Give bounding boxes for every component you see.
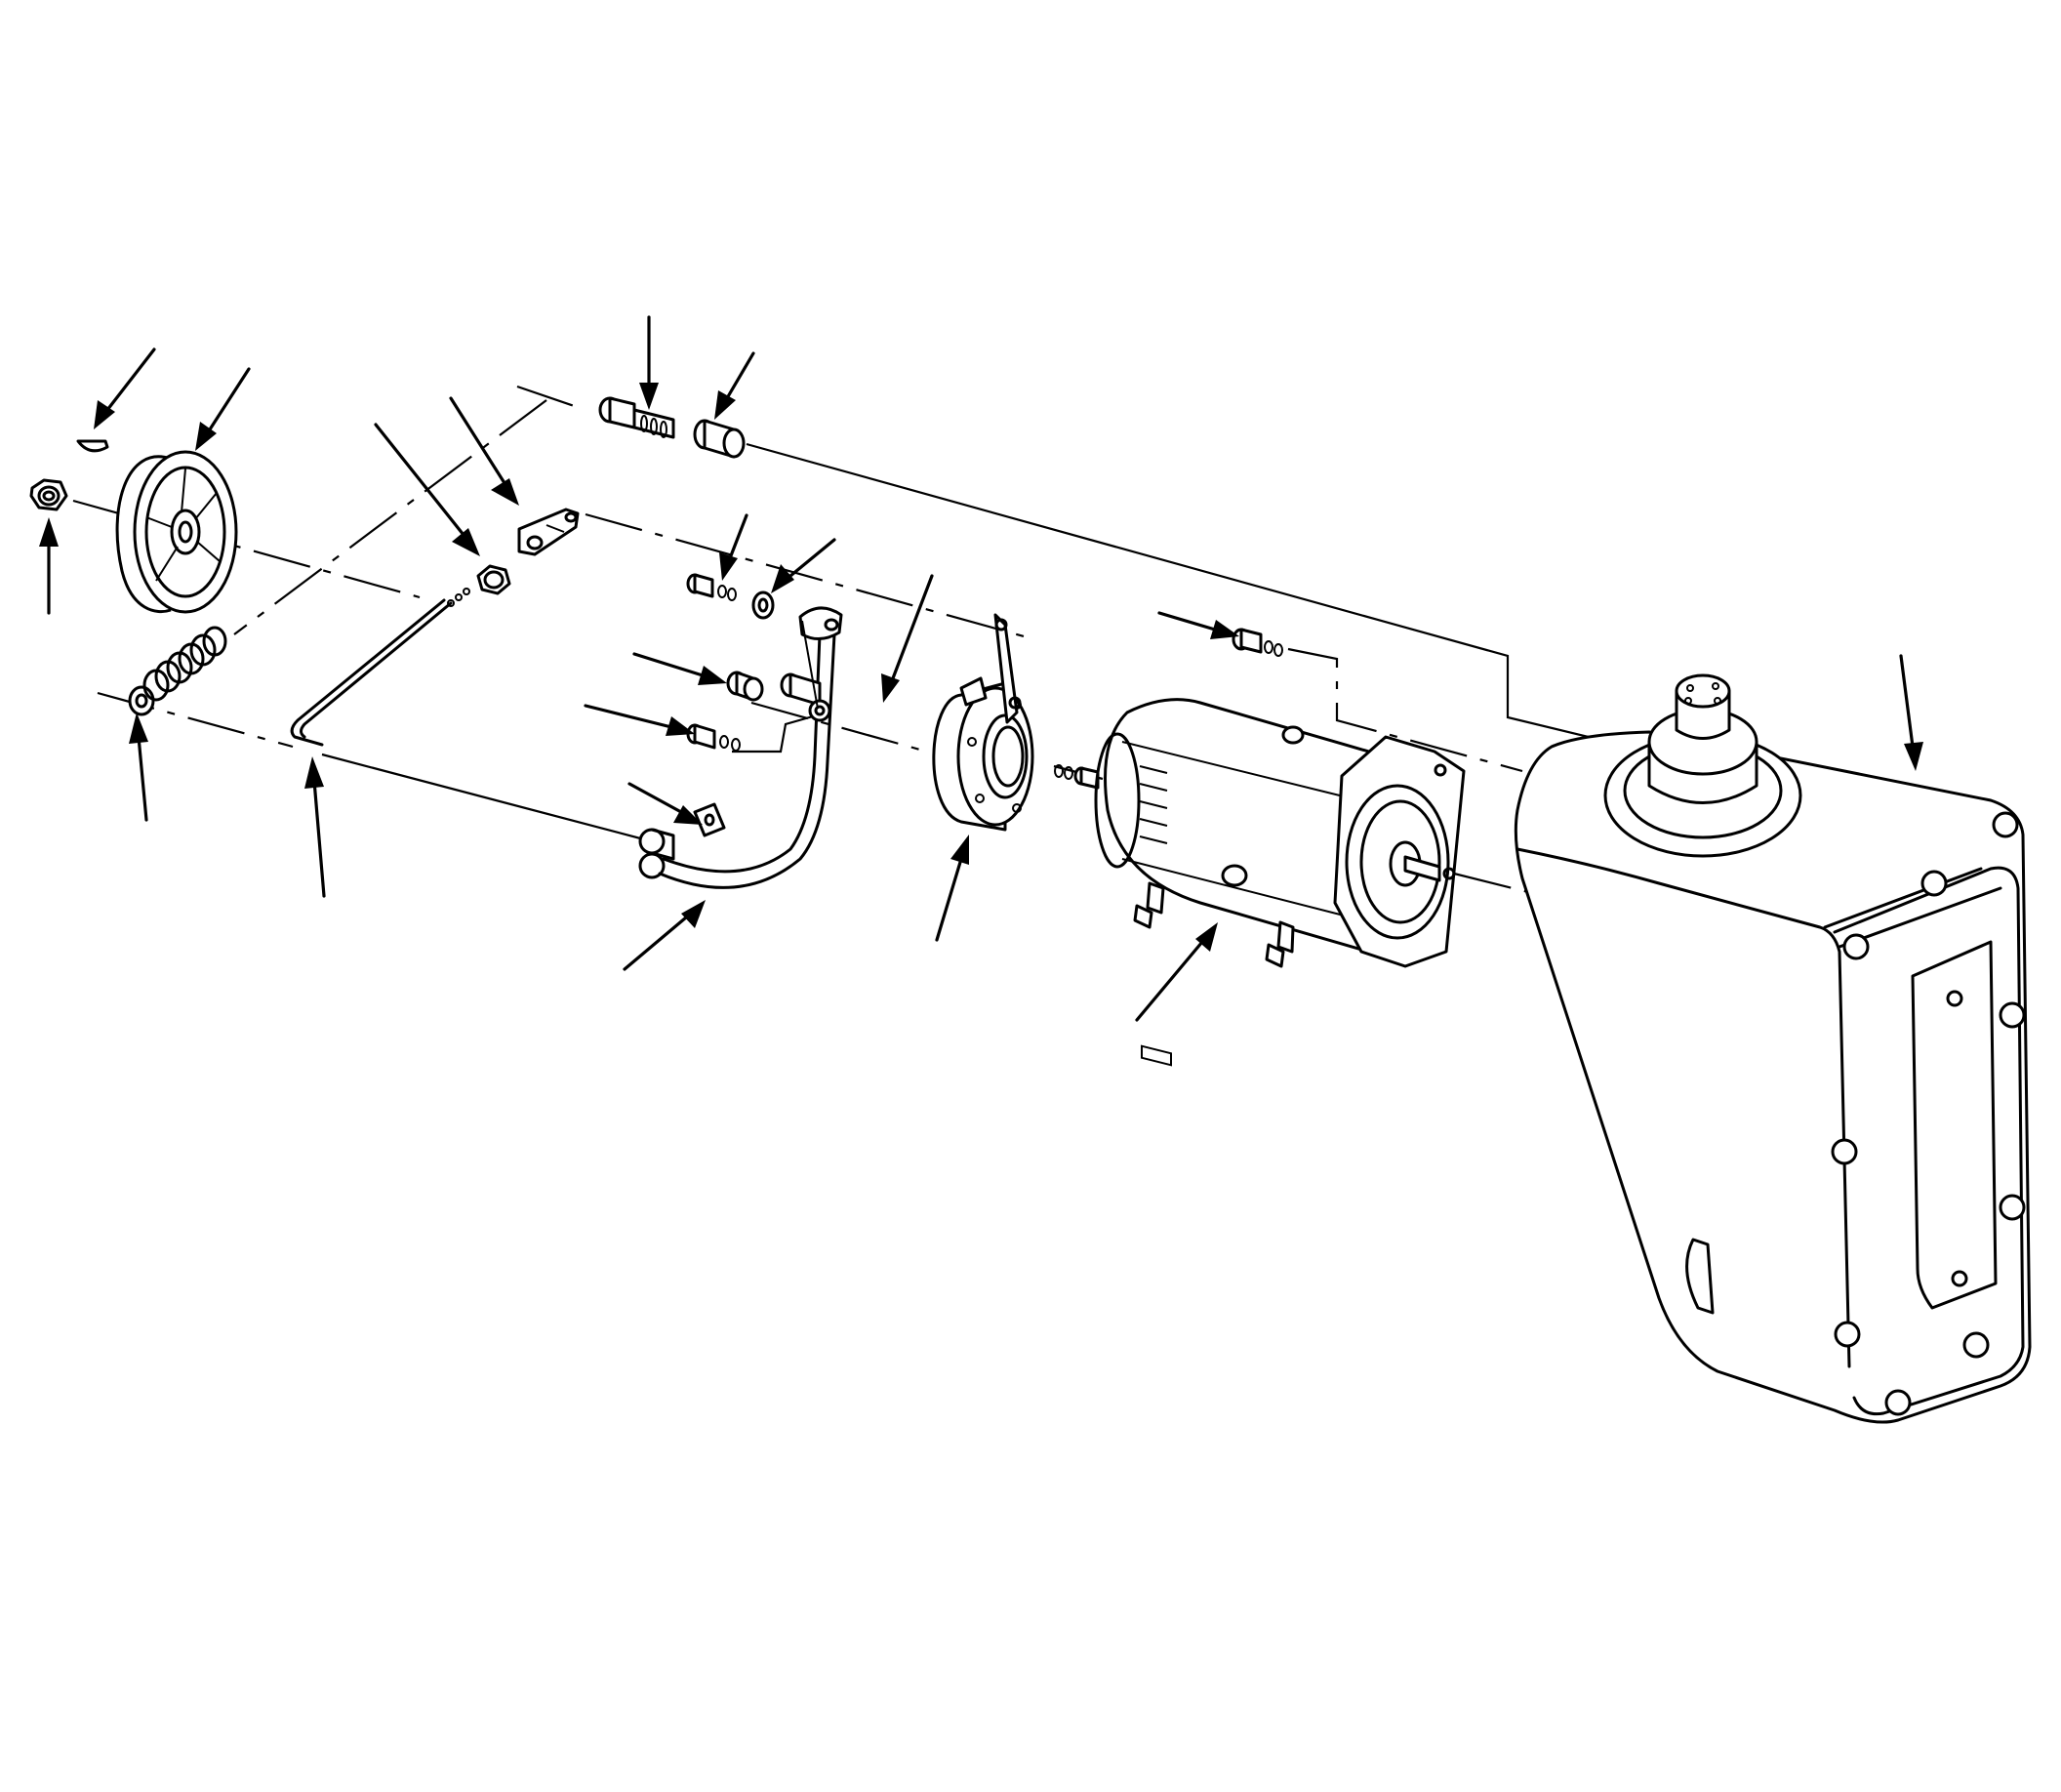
callout-arrow — [584, 704, 695, 736]
motor-shaft-end — [1054, 764, 1100, 790]
callout-arrow — [304, 756, 326, 898]
callout-arrow — [94, 347, 156, 429]
square-nut — [693, 802, 726, 837]
callout-arrow — [129, 713, 148, 822]
assembly-line — [732, 713, 821, 753]
assembly-line — [585, 512, 1035, 641]
callout-arrow — [1135, 922, 1218, 1022]
spacer-sleeve — [693, 419, 746, 459]
assembly-line — [516, 385, 586, 412]
housing-bolts — [1831, 811, 2026, 1416]
shoulder-bolt — [598, 396, 675, 439]
woodruff-key — [76, 439, 109, 453]
bellcrank-arm — [638, 606, 843, 889]
callout-arrow — [1899, 654, 1923, 771]
assembly-line — [1453, 872, 1533, 895]
wheel — [115, 450, 238, 614]
clevis — [517, 508, 580, 556]
assembly-lines — [72, 385, 1650, 895]
callout-arrow — [639, 315, 659, 410]
assembly-line — [321, 753, 645, 841]
callout-arrow — [771, 538, 836, 593]
assembly-line — [1287, 647, 1523, 773]
jam-nut — [476, 564, 511, 595]
electric-motor — [1094, 698, 1466, 1067]
spring — [128, 626, 227, 716]
assembly-line — [746, 442, 1650, 753]
callout-arrow — [935, 835, 969, 942]
assembly-line — [97, 691, 294, 749]
flat-washer — [751, 591, 775, 620]
bushing — [726, 671, 764, 702]
callout-arrow — [881, 574, 934, 703]
callout-arrow — [714, 351, 755, 420]
hex-nut-left — [29, 478, 68, 511]
assembly-line — [72, 499, 421, 599]
callout-arrow — [195, 367, 251, 451]
callout-arrow — [623, 900, 706, 971]
cap-screw-lower — [686, 723, 741, 752]
brake-collar — [932, 613, 1034, 832]
small-bolt — [1232, 628, 1283, 657]
callout-arrow — [1157, 611, 1239, 639]
cap-screw-upper — [686, 573, 737, 601]
gearbox-housing — [1514, 673, 2032, 1424]
control-rod — [290, 588, 470, 747]
assembly-line — [233, 399, 547, 635]
callout-arrow — [39, 517, 59, 615]
callout-arrow — [374, 423, 480, 556]
callout-arrow — [627, 782, 703, 825]
callout-arrow — [632, 652, 727, 685]
callout-arrows — [39, 315, 1923, 1022]
callout-arrow — [449, 396, 519, 506]
callout-arrow — [719, 513, 748, 581]
assembly-line — [750, 701, 928, 753]
